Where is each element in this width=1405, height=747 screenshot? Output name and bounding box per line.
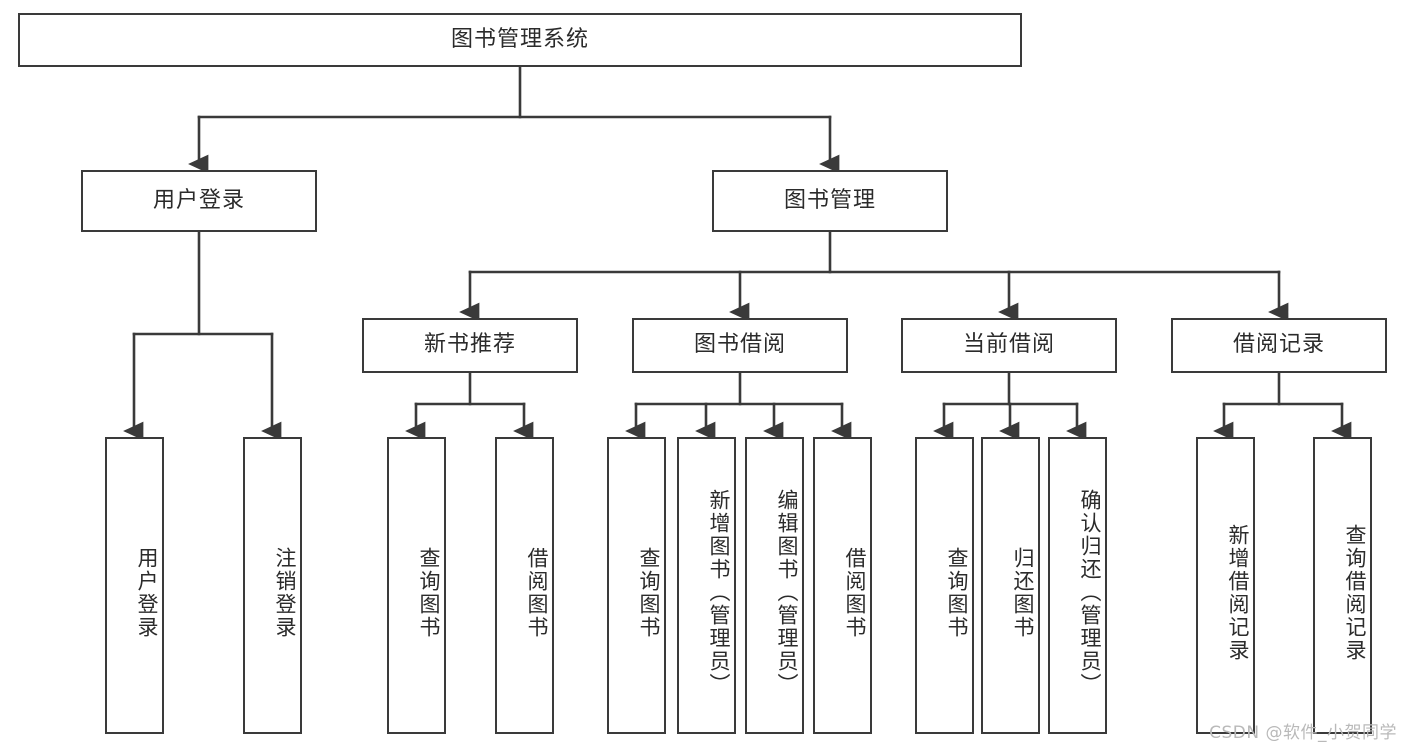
node-leaf-query-book-recommend[interactable]: 查询图书 — [387, 437, 446, 734]
node-leaf-query-book-current[interactable]: 查询图书 — [915, 437, 974, 734]
node-label: 用户登录 — [135, 546, 159, 639]
node-leaf-logout[interactable]: 注销登录 — [243, 437, 302, 734]
node-leaf-borrow-book-recommend[interactable]: 借阅图书 — [495, 437, 554, 734]
node-label: 新书推荐 — [423, 332, 516, 358]
node-leaf-user-login[interactable]: 用户登录 — [105, 437, 164, 734]
node-label: 借阅记录 — [1232, 332, 1325, 358]
node-borrowing-record[interactable]: 借阅记录 — [1171, 318, 1387, 373]
node-label: 新增借阅记录 — [1226, 523, 1250, 662]
node-leaf-confirm-return-admin[interactable]: 确认归还（管理员） — [1048, 437, 1107, 734]
node-leaf-borrow-book[interactable]: 借阅图书 — [813, 437, 872, 734]
node-label: 借阅图书 — [525, 546, 549, 639]
node-leaf-add-borrow-record[interactable]: 新增借阅记录 — [1196, 437, 1255, 734]
node-label: 图书管理系统 — [450, 26, 589, 52]
node-label: 查询图书 — [417, 546, 441, 639]
node-label: 查询图书 — [945, 546, 969, 639]
node-root-book-management-system[interactable]: 图书管理系统 — [18, 13, 1022, 67]
node-label: 图书管理 — [783, 187, 876, 213]
node-label: 查询图书 — [637, 546, 661, 639]
node-label: 用户登录 — [152, 187, 245, 213]
node-label: 当前借阅 — [962, 332, 1055, 358]
node-label: 借阅图书 — [843, 546, 867, 639]
node-leaf-query-borrow-record[interactable]: 查询借阅记录 — [1313, 437, 1372, 734]
node-leaf-query-book-borrow[interactable]: 查询图书 — [607, 437, 666, 734]
node-user-login[interactable]: 用户登录 — [81, 170, 317, 232]
node-label: 图书借阅 — [693, 332, 786, 358]
node-label: 归还图书 — [1011, 546, 1035, 639]
node-new-book-recommendation[interactable]: 新书推荐 — [362, 318, 578, 373]
node-label: 注销登录 — [273, 546, 297, 639]
node-label: 编辑图书（管理员） — [775, 489, 799, 696]
node-leaf-edit-book-admin[interactable]: 编辑图书（管理员） — [745, 437, 804, 734]
node-label: 查询借阅记录 — [1343, 523, 1367, 662]
node-leaf-add-book-admin[interactable]: 新增图书（管理员） — [677, 437, 736, 734]
node-book-borrowing[interactable]: 图书借阅 — [632, 318, 848, 373]
node-current-borrowing[interactable]: 当前借阅 — [901, 318, 1117, 373]
node-leaf-return-book[interactable]: 归还图书 — [981, 437, 1040, 734]
node-label: 新增图书（管理员） — [707, 489, 731, 696]
node-label: 确认归还（管理员） — [1078, 489, 1102, 696]
node-book-management[interactable]: 图书管理 — [712, 170, 948, 232]
